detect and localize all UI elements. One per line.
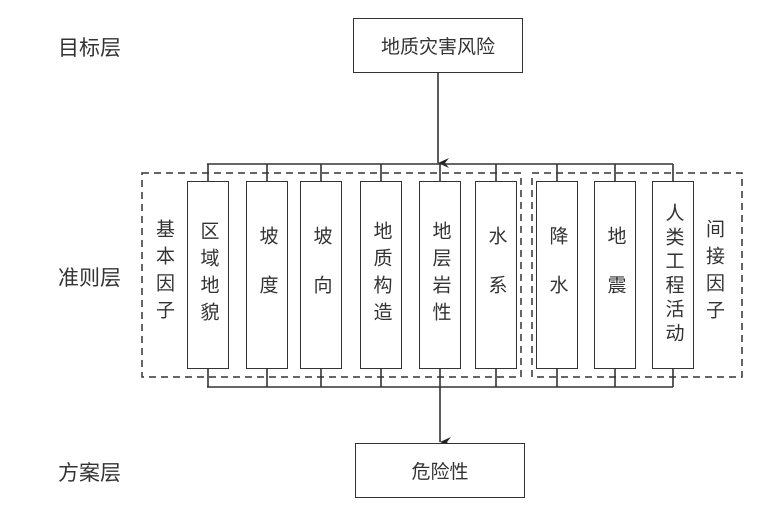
group-label-indirect: 间接因子 bbox=[703, 219, 725, 327]
factor-label: 降水 bbox=[546, 226, 569, 324]
factor-box-stratum-lithology: 地层岩性 bbox=[419, 181, 461, 369]
goal-node: 地质灾害风险 bbox=[353, 18, 523, 73]
factor-box-regional-landform: 区域地貌 bbox=[187, 181, 229, 369]
factor-label: 坡向 bbox=[310, 226, 333, 324]
factor-box-geological-structure: 地质构造 bbox=[360, 181, 402, 369]
scheme-node: 危险性 bbox=[355, 443, 525, 498]
factor-label: 地层岩性 bbox=[429, 221, 452, 329]
factor-label: 坡度 bbox=[256, 226, 279, 324]
layer-label-criteria: 准则层 bbox=[58, 266, 121, 290]
factor-box-aspect: 坡向 bbox=[300, 181, 342, 369]
basic-factors-group-border bbox=[141, 172, 522, 378]
factor-box-water-system: 水系 bbox=[475, 181, 517, 369]
group-label-basic: 基本因子 bbox=[153, 219, 175, 327]
factor-label: 区域地貌 bbox=[197, 221, 220, 329]
factor-box-earthquake: 地震 bbox=[594, 181, 636, 369]
factor-label: 水系 bbox=[485, 226, 508, 324]
layer-label-scheme: 方案层 bbox=[58, 461, 121, 485]
factor-box-human-engineering: 人类工程活动 bbox=[652, 181, 694, 369]
factor-box-precipitation: 降水 bbox=[536, 181, 578, 369]
factor-label: 地质构造 bbox=[370, 221, 393, 329]
factor-label: 人类工程活动 bbox=[662, 203, 685, 347]
indirect-factors-group-border bbox=[531, 172, 743, 378]
factor-box-slope: 坡度 bbox=[246, 181, 288, 369]
layer-label-goal: 目标层 bbox=[58, 36, 121, 60]
factor-label: 地震 bbox=[604, 226, 627, 324]
